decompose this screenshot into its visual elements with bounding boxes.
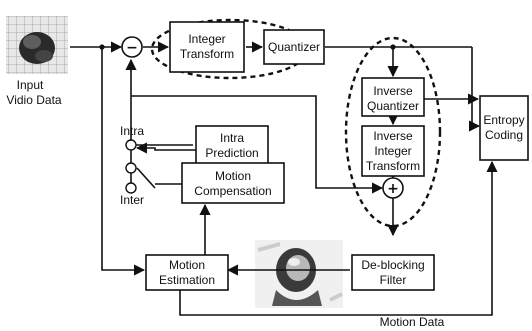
switch-pivot — [125, 182, 137, 194]
svg-text:Quantizer: Quantizer — [367, 99, 419, 113]
svg-text:Integer: Integer — [188, 32, 225, 46]
svg-text:Quantizer: Quantizer — [268, 40, 320, 54]
svg-text:Motion: Motion — [169, 258, 205, 272]
intra-switch-node — [125, 139, 137, 151]
svg-text:Inverse: Inverse — [373, 84, 413, 98]
svg-text:Compensation: Compensation — [194, 184, 271, 198]
reference-frame-thumbnail — [255, 240, 343, 308]
svg-text:Filter: Filter — [380, 273, 407, 287]
input-label-line2: Vidio Data — [6, 93, 61, 107]
entropy-coding-block: Entropy Coding — [479, 95, 529, 161]
input-label-line1: Input — [17, 78, 44, 92]
svg-text:Inverse: Inverse — [373, 129, 413, 143]
inverse-quantizer-block: Inverse Quantizer — [361, 77, 425, 117]
svg-text:Prediction: Prediction — [205, 146, 258, 160]
inter-label: Inter — [120, 193, 144, 207]
svg-text:Coding: Coding — [485, 128, 523, 142]
svg-text:Transform: Transform — [366, 159, 420, 173]
integer-transform-block: Integer Transform — [169, 21, 245, 73]
svg-text:De-blocking: De-blocking — [361, 258, 424, 272]
deblocking-filter-block: De-blocking Filter — [351, 254, 435, 291]
svg-text:Estimation: Estimation — [159, 273, 215, 287]
inverse-transform-group-outline — [344, 36, 442, 228]
intra-prediction-block: Intra Prediction — [195, 125, 269, 165]
motion-compensation-block: Motion Compensation — [181, 162, 285, 204]
subtract-node: − — [121, 36, 143, 58]
svg-text:Intra: Intra — [220, 131, 244, 145]
motion-estimation-block: Motion Estimation — [145, 254, 229, 291]
input-video-thumbnail — [6, 16, 68, 74]
motion-data-label: Motion Data — [380, 315, 445, 329]
inverse-integer-transform-block: Inverse Integer Transform — [361, 125, 425, 177]
svg-text:Transform: Transform — [180, 47, 234, 61]
add-symbol: + — [387, 181, 399, 197]
inter-switch-node — [125, 162, 137, 174]
svg-text:Integer: Integer — [374, 144, 411, 158]
intra-label: Intra — [120, 124, 144, 138]
subtract-symbol: − — [126, 40, 138, 56]
svg-text:Entropy: Entropy — [483, 113, 524, 127]
svg-text:Motion: Motion — [215, 169, 251, 183]
signal-wires — [70, 41, 498, 316]
add-node: + — [382, 177, 404, 199]
quantizer-block: Quantizer — [263, 29, 325, 65]
